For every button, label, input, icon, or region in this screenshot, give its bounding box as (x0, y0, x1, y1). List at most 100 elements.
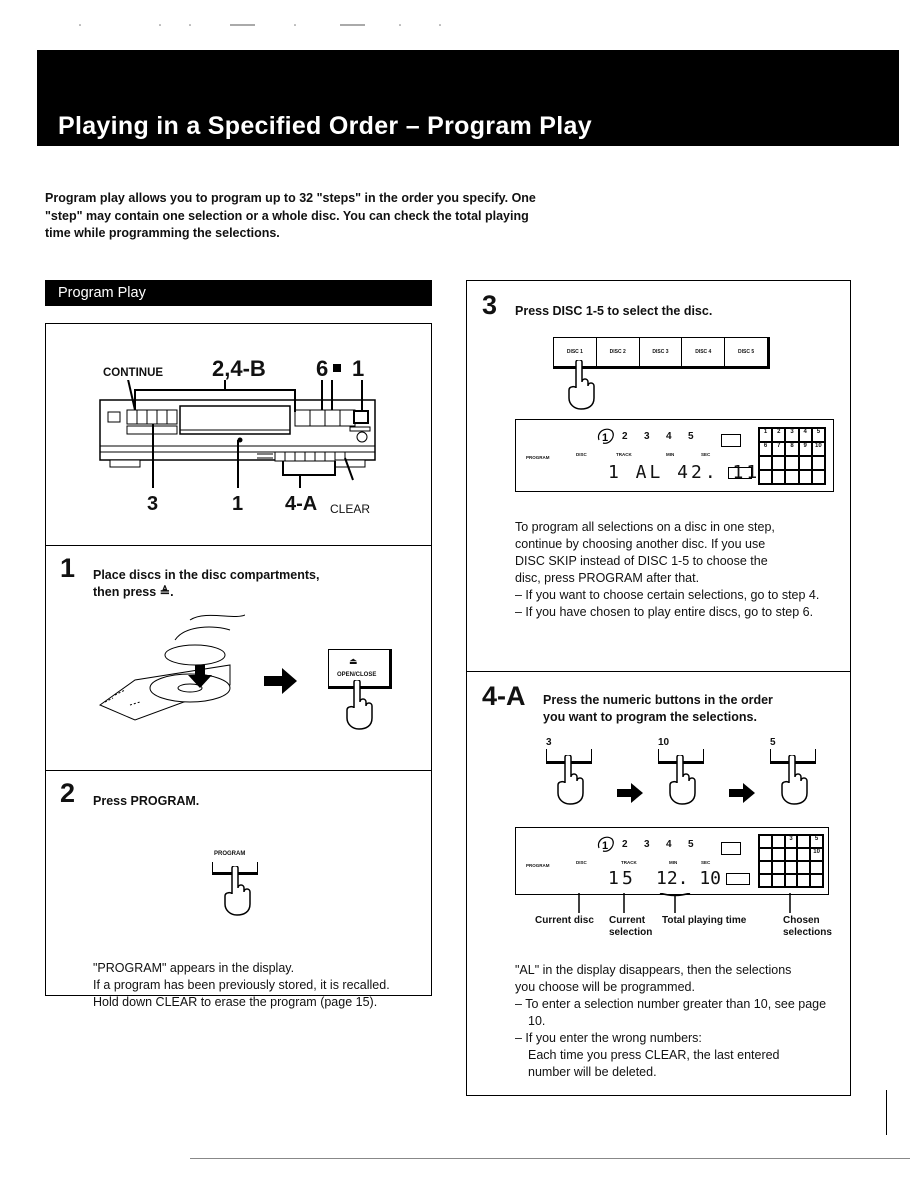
display-label: PROGRAM (526, 863, 550, 868)
display-label: DISC (576, 452, 587, 457)
grid-cell (759, 835, 772, 848)
grid-cell: 6 (759, 442, 773, 456)
hand-pointer-icon (557, 755, 584, 805)
hand-pointer-icon (346, 680, 373, 730)
grid-cell-marked: 3 (784, 835, 798, 848)
disc-2-button[interactable]: DISC 2 (597, 338, 640, 366)
grid-cell: 10 (811, 442, 825, 456)
display-time: 12. 10 (656, 868, 722, 889)
caption-line: Current (609, 915, 646, 926)
note-line: Hold down CLEAR to erase the program (pa… (93, 995, 378, 1009)
disc-number: 2 (622, 839, 628, 850)
disc-button-label: DISC 1 (566, 349, 583, 355)
divider (466, 671, 851, 672)
music-calendar-grid: 3 5 10 (758, 834, 824, 888)
display-label: SEC (701, 860, 711, 865)
disc-4-button[interactable]: DISC 4 (682, 338, 726, 366)
disc-indicator-icon: 1 (597, 836, 614, 852)
disc-3-button[interactable]: DISC 3 (640, 338, 683, 366)
grid-cell (772, 470, 786, 484)
step-3-number: 3 (482, 290, 498, 320)
callout-clear: CLEAR (330, 502, 371, 516)
caption-line: selections (783, 927, 832, 938)
callout-2-4-b: 2,4-B (212, 356, 266, 381)
hand-pointer-icon (781, 755, 808, 805)
caption-current-selection: Current selection (609, 915, 652, 939)
grid-cell (797, 835, 811, 848)
grid-cell (797, 848, 811, 861)
note-line: disc, press PROGRAM after that. (515, 571, 700, 585)
arrow-right-icon (729, 783, 755, 803)
display-label: SEC (701, 452, 711, 457)
hand-pointer-icon (669, 755, 696, 805)
caption-chosen-selections: Chosen selections (783, 915, 832, 939)
disc-indicator-icon: 1 (597, 428, 614, 444)
divider (45, 770, 432, 771)
grid-cell (811, 470, 825, 484)
step-2-notes: "PROGRAM" appears in the display. If a p… (93, 960, 433, 1011)
grid-cell (785, 456, 799, 470)
numeric-label: 5 (770, 737, 776, 748)
clear-note-line: Each time you press CLEAR, the last ente… (528, 1048, 780, 1062)
disc-buttons-row: DISC 1 DISC 2 DISC 3 DISC 4 DISC 5 (553, 337, 770, 369)
grid-cell (797, 861, 811, 874)
step-3-instruction: Press DISC 1-5 to select the disc. (515, 304, 713, 318)
disc-number: 3 (644, 431, 650, 442)
step-1-number: 1 (60, 553, 76, 583)
note-line: "AL" in the display disappears, then the… (515, 963, 792, 977)
grid-cell (759, 848, 772, 861)
disc-button-label: DISC 5 (738, 349, 755, 355)
disc-button-label: DISC 3 (652, 349, 669, 355)
note-line: you choose will be programmed. (515, 980, 695, 994)
caption-total-time: Total playing time (662, 915, 747, 926)
grid-cell (784, 861, 798, 874)
grid-cell: 9 (798, 442, 812, 456)
caption-line: selection (609, 927, 653, 938)
step-3-notes: To program all selections on a disc in o… (515, 519, 835, 621)
step-2-number: 2 (60, 778, 76, 808)
step-1-line: Place discs in the disc compartments, (93, 568, 320, 582)
grid-cell: 8 (785, 442, 799, 456)
bullet-item: – If you enter the wrong numbers: (515, 1031, 702, 1045)
disc-number: 5 (688, 839, 694, 850)
grid-cell-marked: 5 (810, 835, 823, 848)
cd-player-illustration (99, 380, 376, 488)
intro-line: time while programming the selections. (45, 226, 280, 240)
callout-3: 3 (147, 493, 159, 515)
disc-number: 4 (666, 839, 672, 850)
right-steps-box (466, 280, 851, 1096)
title-banner (37, 50, 899, 146)
bottom-rule (190, 1158, 910, 1159)
left-steps-box (45, 323, 432, 996)
grid-cell (759, 874, 772, 887)
callout-1-bottom: 1 (232, 493, 244, 515)
grid-cell (785, 470, 799, 484)
note-line: DISC SKIP instead of DISC 1-5 to choose … (515, 554, 768, 568)
lcd-display-step4a: 1 2 3 4 5 PROGRAM DISC TRACK MIN SEC 1 5… (515, 827, 829, 895)
note-line: If a program has been previously stored,… (93, 978, 390, 992)
display-disc: 1 (608, 868, 619, 889)
disc-tray-illustration (98, 614, 245, 721)
page-title: Playing in a Specified Order – Program P… (58, 112, 592, 140)
step-2-instruction: Press PROGRAM. (93, 794, 200, 808)
disc-5-button[interactable]: DISC 5 (725, 338, 767, 366)
grid-cell (759, 861, 772, 874)
stop-icon (333, 364, 341, 372)
clear-note-line: number will be deleted. (528, 1065, 657, 1079)
bullet-item: – If you want to choose certain selectio… (515, 588, 820, 602)
numeric-label: 10 (658, 737, 670, 748)
disc-number: 3 (644, 839, 650, 850)
disc-number: 2 (622, 431, 628, 442)
grid-cell: 7 (772, 442, 786, 456)
eject-icon: ⏏ (349, 656, 358, 666)
disc-1-button[interactable]: DISC 1 (554, 338, 597, 366)
callout-6: 6 (316, 356, 329, 381)
hand-pointer-icon (568, 360, 595, 410)
grid-cell (784, 848, 798, 861)
arrow-right-icon (264, 668, 297, 694)
grid-cell (798, 470, 812, 484)
hand-pointer-icon (224, 866, 251, 916)
grid-cell (771, 848, 785, 861)
repeat-icon (721, 434, 741, 447)
fade-icon (726, 873, 750, 885)
